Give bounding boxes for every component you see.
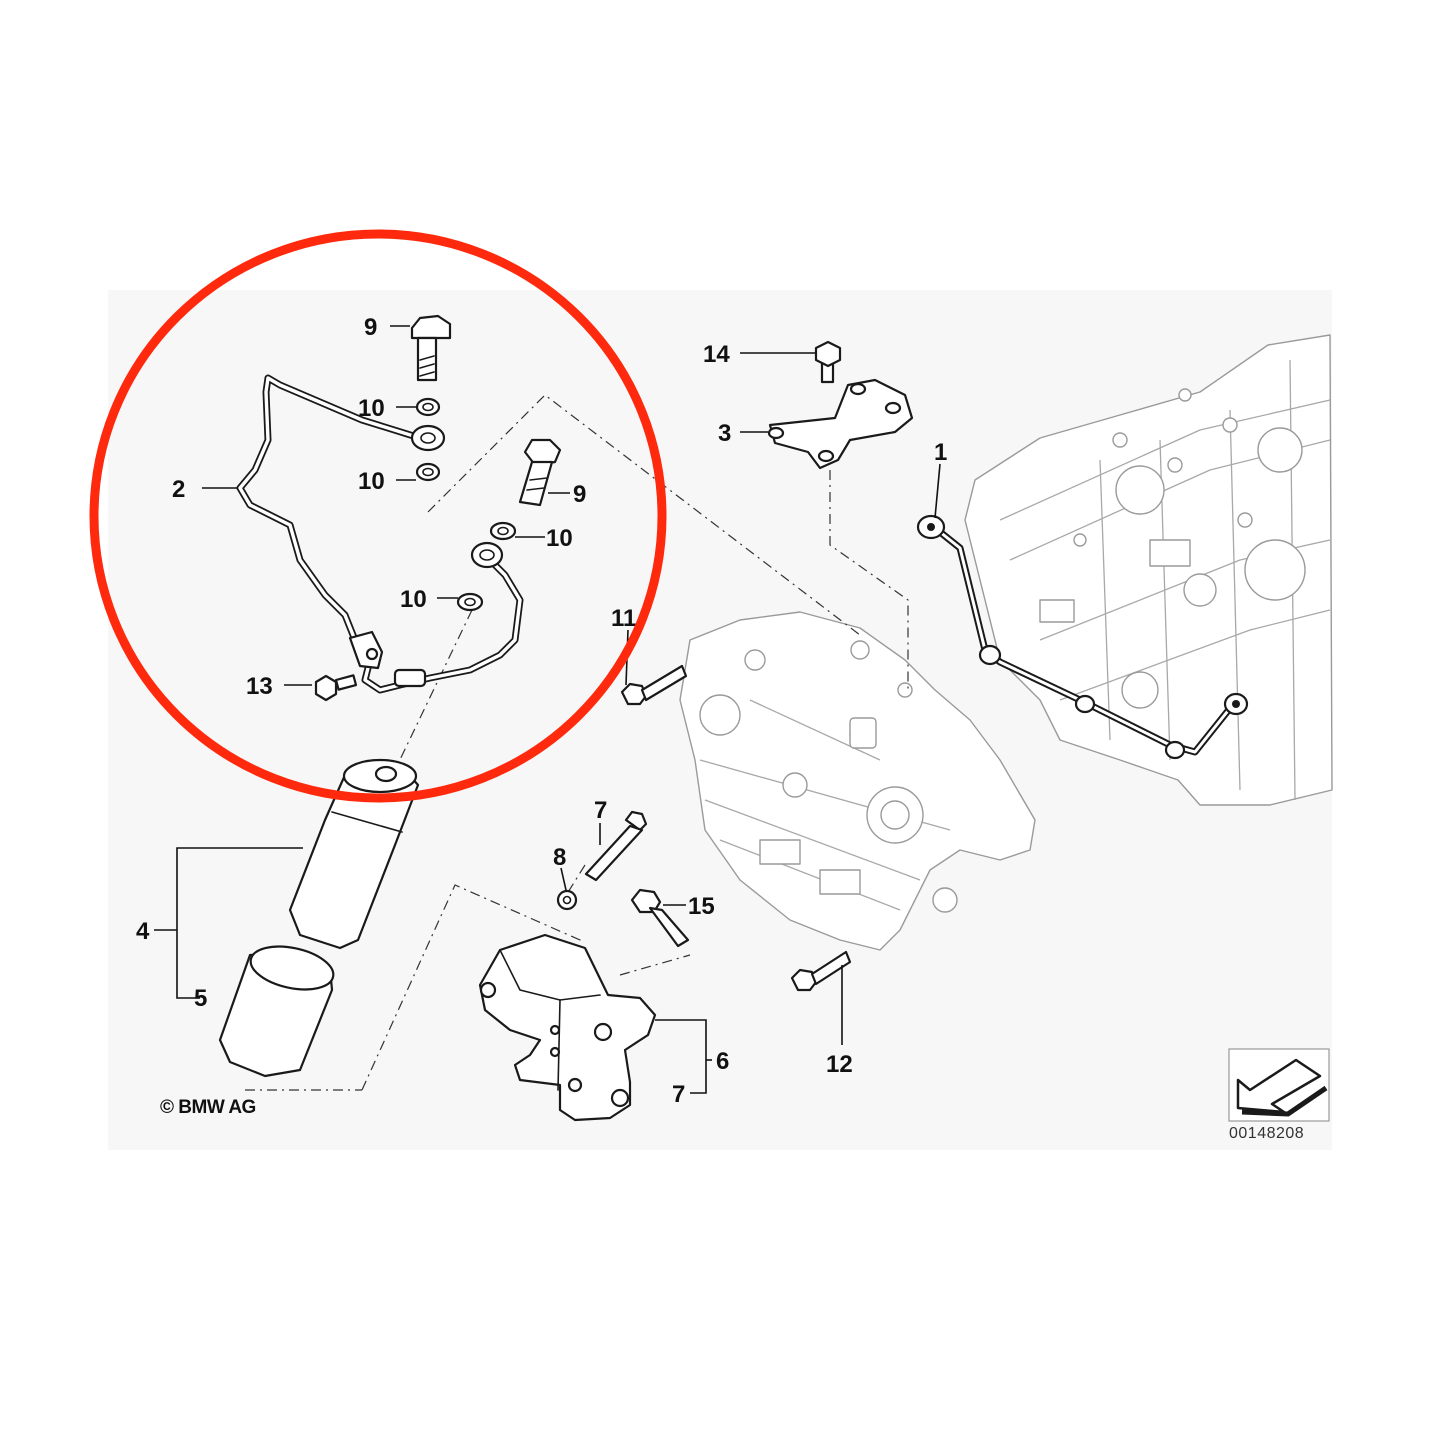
bolt-part-11 <box>620 664 688 706</box>
bolt-part-12 <box>790 950 852 992</box>
callout-11: 11 <box>611 605 636 632</box>
callout-10-right-b: 10 <box>400 586 427 613</box>
callout-1: 1 <box>934 439 947 466</box>
bracket-part <box>478 933 657 1122</box>
highlight-circle <box>89 229 667 803</box>
callout-15: 15 <box>688 893 715 920</box>
fastener-7 <box>584 810 648 882</box>
callout-8: 8 <box>553 844 566 871</box>
copyright-label: © BMW AG <box>160 1097 256 1118</box>
callout-12: 12 <box>826 1051 853 1078</box>
callout-7-bottom: 7 <box>672 1081 685 1108</box>
oil-pump-housing-illustration <box>679 611 1036 951</box>
callout-leaders <box>154 325 941 1094</box>
callout-7-top: 7 <box>594 797 607 824</box>
callout-13: 13 <box>246 673 273 700</box>
callout-9-right: 9 <box>573 481 586 508</box>
callout-10-upper-b: 10 <box>358 468 385 495</box>
filter-housing-part <box>288 758 420 950</box>
diagram-part-number: 00148208 <box>1229 1125 1305 1142</box>
callout-4: 4 <box>136 918 150 945</box>
callout-3: 3 <box>718 420 731 447</box>
oil-feed-line-group <box>236 314 562 702</box>
callout-14: 14 <box>703 341 730 368</box>
callout-10-right-a: 10 <box>546 525 573 552</box>
nut-8 <box>556 889 578 911</box>
callout-6: 6 <box>716 1048 729 1075</box>
callout-2: 2 <box>172 476 185 503</box>
bolt-part-14 <box>814 340 842 384</box>
bolt-part-15 <box>630 888 690 948</box>
view-direction-arrow-icon <box>1228 1048 1330 1122</box>
callout-5: 5 <box>194 985 207 1012</box>
sleeve-part <box>218 945 335 1078</box>
gasket-part <box>916 514 1249 760</box>
callout-9-top: 9 <box>364 314 377 341</box>
flange-part <box>767 378 914 470</box>
callout-labels: 9 10 10 2 9 10 10 13 14 3 1 11 4 5 7 8 1… <box>136 314 947 1108</box>
callout-10-upper-a: 10 <box>358 395 385 422</box>
